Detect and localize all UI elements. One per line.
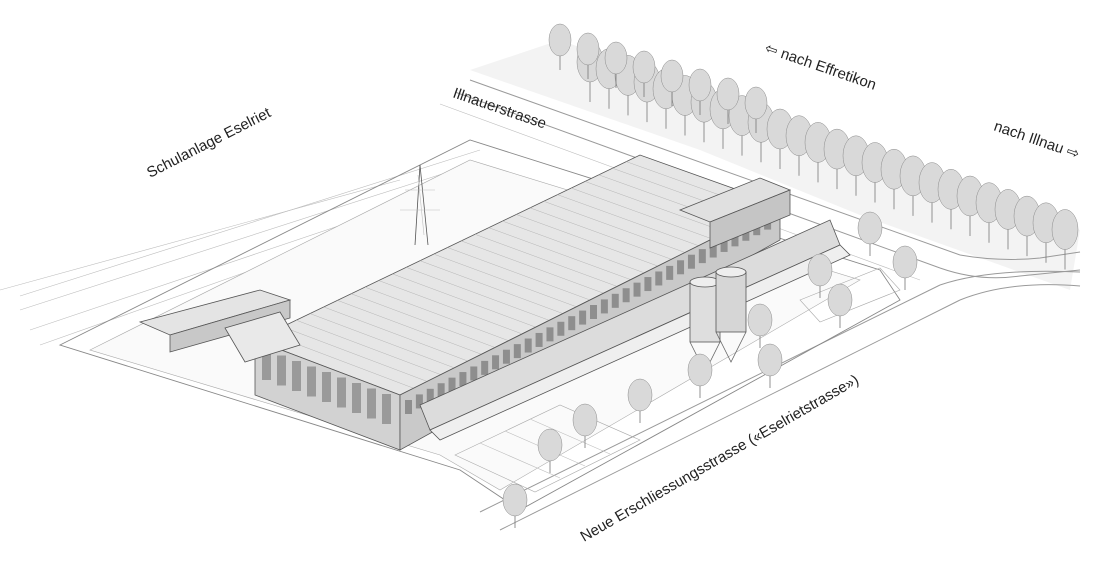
window — [492, 355, 500, 370]
window — [448, 377, 456, 392]
front-window — [382, 394, 391, 424]
tree-icon — [660, 59, 684, 106]
silos — [689, 266, 747, 373]
tree-icon — [537, 428, 563, 473]
new-access-road — [479, 270, 1081, 531]
label-school: Schulanlage Eselriet — [144, 104, 274, 182]
tree-icon — [744, 86, 768, 133]
window — [426, 388, 434, 403]
window — [405, 400, 412, 414]
tree-icon — [747, 303, 773, 348]
roof-line — [584, 181, 726, 233]
window — [611, 293, 619, 308]
tree-icon — [688, 68, 712, 115]
window — [459, 372, 467, 387]
tree-icon — [502, 483, 528, 528]
front-window — [337, 377, 346, 408]
tree-icon — [572, 403, 598, 448]
window — [546, 327, 554, 342]
label-to-effretikon: ⇦ nach Effretikon — [763, 40, 879, 94]
tree-icon — [1051, 209, 1079, 270]
window — [666, 265, 674, 280]
front-window — [352, 383, 361, 413]
pylon-icon — [400, 164, 440, 246]
window — [590, 305, 597, 319]
roof-pattern — [268, 161, 767, 389]
tree-icon — [857, 211, 883, 256]
label-to-illnau: nach Illnau ⇨ — [992, 118, 1082, 163]
tree-icon — [827, 283, 853, 328]
roof-line — [543, 201, 686, 253]
tree-icon — [687, 353, 713, 398]
roof-line — [529, 207, 672, 260]
rear-annex — [678, 177, 792, 249]
roof-line — [447, 247, 591, 301]
left-sheds — [138, 289, 301, 363]
roof-line — [351, 293, 496, 348]
roof-line — [461, 240, 604, 294]
tree-icon — [807, 253, 833, 298]
tree-icon — [548, 23, 572, 70]
window — [633, 282, 641, 297]
window — [698, 249, 706, 264]
roof-line — [323, 306, 468, 362]
window — [579, 310, 587, 325]
roof-line — [488, 227, 631, 280]
tree-avenue — [548, 23, 1079, 270]
site-trees — [502, 211, 918, 528]
window — [644, 277, 652, 292]
front-window — [262, 350, 271, 380]
roof-line — [419, 260, 563, 314]
tree-icon — [576, 32, 600, 79]
window — [415, 394, 423, 409]
tree-icon — [892, 245, 918, 290]
roof-line — [557, 194, 699, 246]
tree-field-stipple — [470, 40, 1080, 290]
window — [622, 288, 630, 303]
front-window — [292, 361, 301, 391]
roof-line — [406, 267, 550, 321]
roof-line — [296, 319, 441, 375]
window — [687, 254, 695, 269]
window — [535, 332, 543, 347]
roof-line — [364, 286, 509, 341]
roof-line — [571, 187, 713, 240]
facade-windows — [262, 215, 772, 424]
tree-icon — [757, 343, 783, 388]
front-window — [322, 372, 331, 402]
window — [709, 243, 717, 258]
tree-icon — [627, 378, 653, 423]
window — [437, 383, 445, 398]
roof-line — [282, 326, 428, 382]
window — [557, 321, 565, 336]
window — [568, 316, 576, 331]
window — [470, 366, 478, 381]
roof-line — [337, 300, 482, 355]
tree-icon — [632, 50, 656, 97]
roof-line — [433, 253, 577, 308]
tree-icon — [716, 77, 740, 124]
roof-line — [392, 273, 536, 328]
roof-line — [378, 280, 523, 335]
window — [502, 349, 510, 364]
window — [720, 237, 728, 252]
window — [677, 260, 685, 275]
window — [524, 338, 532, 353]
front-window — [307, 366, 316, 397]
window — [513, 344, 521, 359]
roof-line — [502, 220, 645, 274]
window — [731, 232, 739, 247]
tree-icon — [604, 41, 628, 88]
roof-line — [309, 313, 455, 369]
roof-line — [474, 234, 618, 287]
window — [481, 360, 489, 375]
front-window — [367, 388, 376, 419]
roof-line — [516, 214, 658, 267]
front-window — [277, 355, 286, 386]
window — [655, 271, 663, 286]
window — [742, 226, 750, 241]
window — [600, 299, 608, 314]
